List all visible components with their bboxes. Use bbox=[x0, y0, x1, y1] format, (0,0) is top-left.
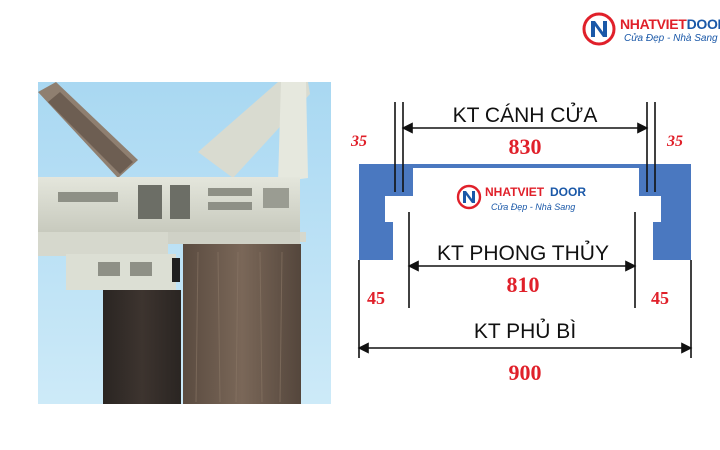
brand-name-part1: NHATVIET bbox=[620, 16, 687, 32]
diagram-tagline: Cửa Đẹp - Nhà Sang bbox=[491, 202, 575, 212]
feng-title: KT PHONG THỦY bbox=[437, 241, 609, 265]
frame-body bbox=[359, 164, 691, 260]
brand-name-part2: DOOR bbox=[686, 16, 720, 32]
door-frame-photo bbox=[38, 82, 331, 404]
dimension-diagram: NHATVIET DOOR Cửa Đẹp - Nhà Sang KT CÁNH… bbox=[345, 96, 715, 396]
left-mid-dim: 45 bbox=[367, 288, 385, 308]
diagram-brand-part2: DOOR bbox=[550, 185, 586, 199]
cover-title: KT PHỦ BÌ bbox=[474, 319, 576, 343]
door-frame-profile-photo-icon bbox=[38, 82, 331, 404]
logo-tagline: Cửa Đẹp - Nhà Sang bbox=[624, 33, 718, 44]
left-top-dim: 35 bbox=[350, 133, 367, 150]
right-mid-dim: 45 bbox=[651, 288, 669, 308]
leaf-value: 830 bbox=[509, 134, 542, 159]
cover-value: 900 bbox=[509, 360, 542, 385]
dimension-diagram-svg: NHATVIET DOOR Cửa Đẹp - Nhà Sang KT CÁNH… bbox=[350, 102, 693, 385]
feng-value: 810 bbox=[507, 272, 540, 297]
right-top-dim: 35 bbox=[666, 133, 683, 150]
leaf-title: KT CÁNH CỬA bbox=[453, 103, 598, 127]
diagram-brand-part1: NHATVIET bbox=[485, 185, 545, 199]
diagram-logo: NHATVIET DOOR Cửa Đẹp - Nhà Sang bbox=[456, 184, 586, 212]
inner-panel bbox=[415, 172, 639, 248]
logo-mark-icon bbox=[582, 12, 616, 46]
